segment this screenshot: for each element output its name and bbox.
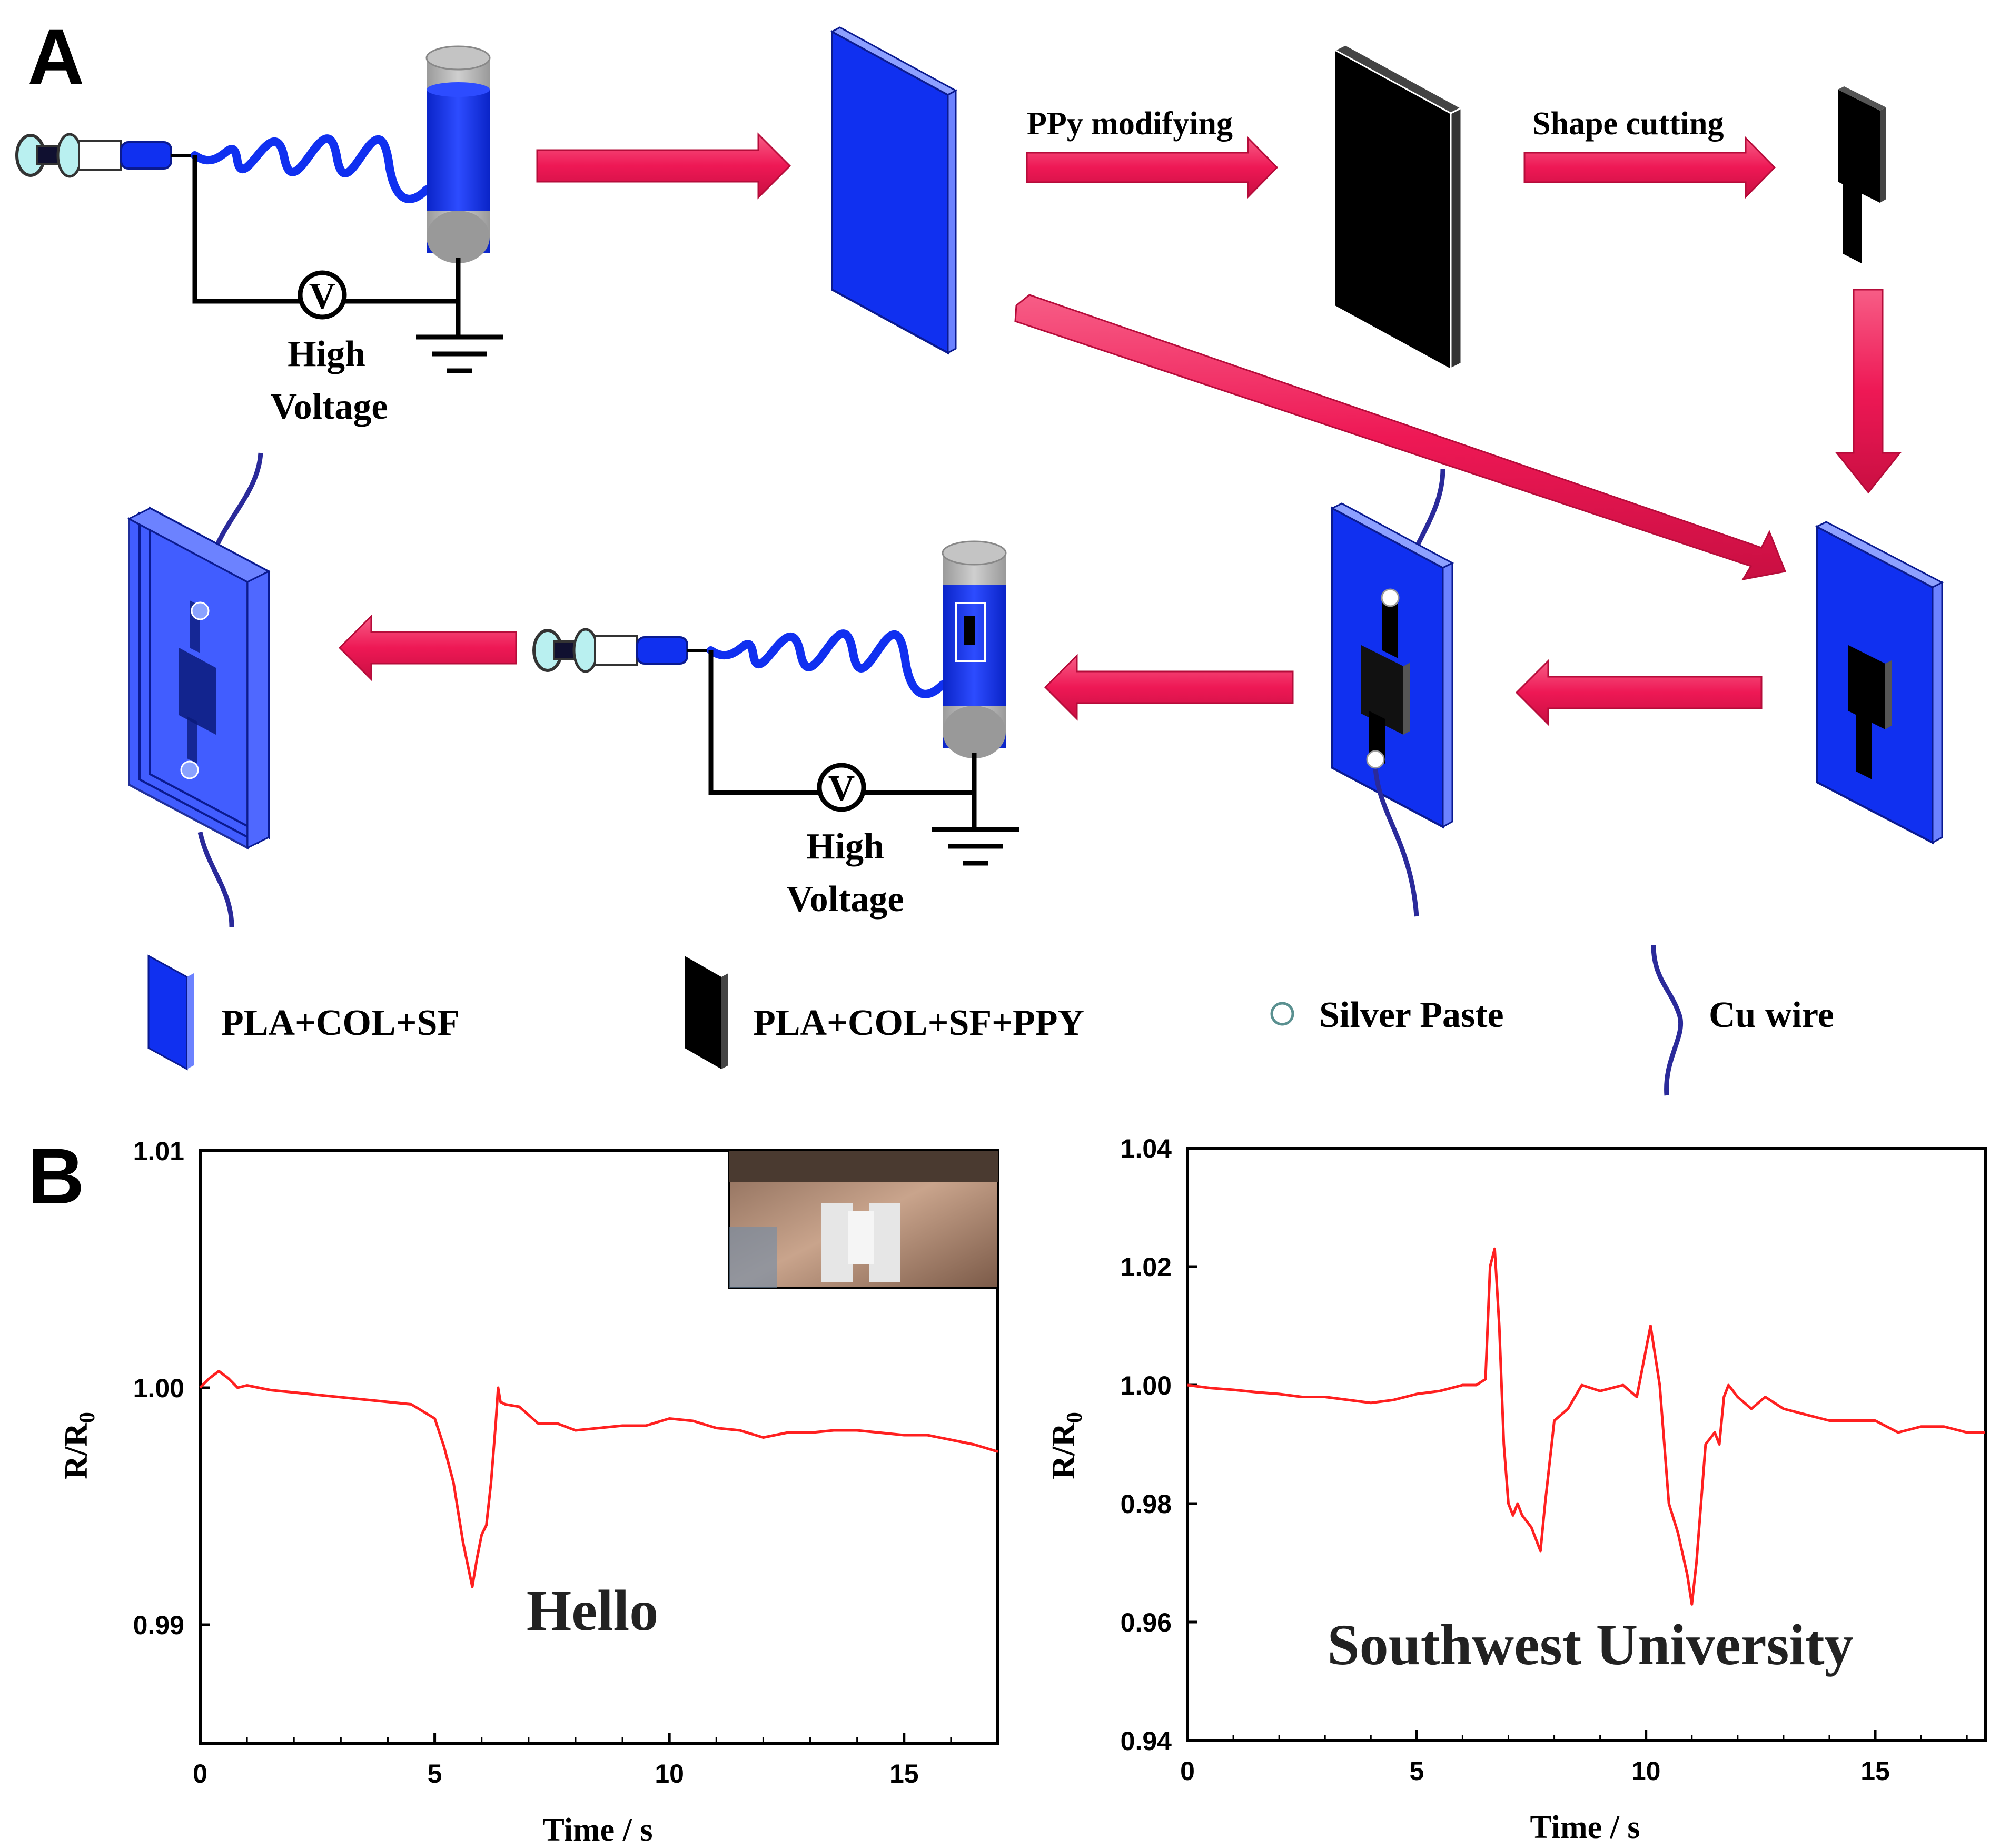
inset-photo bbox=[728, 1150, 999, 1289]
circuit-wires bbox=[192, 155, 503, 373]
arrow-left-1 bbox=[1515, 659, 1763, 726]
high-voltage-label-line2: Voltage bbox=[271, 387, 388, 427]
panel-a-label: A bbox=[27, 13, 84, 101]
cu-wire-bottom bbox=[197, 832, 234, 927]
chart-annotation: Hello bbox=[527, 1578, 659, 1643]
blue-membrane-large bbox=[830, 26, 958, 355]
high-voltage-label-line2: Voltage bbox=[787, 879, 904, 920]
series-line bbox=[199, 1370, 998, 1588]
ppy-modifying-label: PPy modifying bbox=[1027, 106, 1233, 142]
electrospinning-setup-top: V High Voltage bbox=[15, 45, 503, 427]
syringe-icon bbox=[15, 133, 195, 178]
x-tick-label: 15 bbox=[1860, 1756, 1890, 1786]
membrane-with-wires bbox=[1330, 468, 1454, 917]
chart-southwest-university: 0.94 0.96 0.98 1.00 1.02 1.04 0 5 10 15 Southwes… bbox=[1046, 1134, 1987, 1845]
x-axis-label: Time / s bbox=[543, 1812, 653, 1848]
arrow-right-2 bbox=[1026, 136, 1279, 199]
y-tick-label: 1.04 bbox=[1121, 1134, 1172, 1163]
cut-electrode-icon bbox=[1838, 86, 1886, 263]
wire-icon bbox=[1651, 945, 1683, 1096]
y-tick-label: 0.96 bbox=[1121, 1608, 1172, 1637]
high-voltage-label-line1: High bbox=[288, 334, 365, 374]
x-tick-label: 0 bbox=[1180, 1756, 1195, 1786]
fiber-jet-icon bbox=[707, 629, 947, 698]
panel-b-label: B bbox=[27, 1132, 84, 1220]
y-axis-label-sub: 0 bbox=[75, 1412, 100, 1423]
electrospinning-setup-bottom: V High Voltage bbox=[532, 540, 1019, 920]
arrow-down bbox=[1835, 289, 1902, 494]
svg-text:V: V bbox=[309, 276, 336, 317]
arrow-diagonal bbox=[1014, 294, 1787, 581]
encapsulated-sensor bbox=[127, 452, 271, 927]
silver-paste-bottom bbox=[1366, 750, 1385, 769]
x-tick-label: 10 bbox=[1631, 1756, 1661, 1786]
y-axis-label: R/R0 bbox=[1046, 1412, 1087, 1479]
blue-membrane-icon bbox=[147, 954, 194, 1071]
y-tick-label: 0.99 bbox=[133, 1610, 184, 1640]
collector-drum-icon bbox=[425, 45, 491, 263]
y-axis-label-sub: 0 bbox=[1063, 1412, 1087, 1423]
y-axis-label: R/R0 bbox=[58, 1412, 100, 1479]
y-tick-label: 1.01 bbox=[133, 1137, 184, 1166]
svg-text:V: V bbox=[828, 768, 855, 809]
voltmeter-icon: V bbox=[298, 270, 347, 320]
arrow-right-1 bbox=[536, 132, 791, 200]
high-voltage-label-line1: High bbox=[806, 826, 884, 867]
x-tick-label: 5 bbox=[428, 1759, 442, 1788]
black-membrane-large bbox=[1333, 44, 1463, 370]
legend-label-3: Silver Paste bbox=[1319, 995, 1504, 1035]
series-line bbox=[1187, 1247, 1985, 1606]
silver-dot-icon bbox=[1270, 1002, 1294, 1026]
fiber-jet-icon bbox=[191, 134, 431, 203]
x-tick-label: 5 bbox=[1409, 1756, 1424, 1786]
arrow-left-2 bbox=[1044, 654, 1294, 721]
voltmeter-icon: V bbox=[817, 763, 866, 812]
legend-label-2: PLA+COL+SF+PPY bbox=[753, 1003, 1084, 1043]
silver-paste-top bbox=[1381, 588, 1400, 607]
black-membrane-icon bbox=[685, 956, 728, 1069]
y-tick-label: 1.00 bbox=[1121, 1371, 1172, 1400]
circuit-wires bbox=[708, 650, 1019, 866]
cu-wire-bottom bbox=[1373, 768, 1419, 917]
plot-frame bbox=[199, 1149, 999, 1745]
shape-cutting-label: Shape cutting bbox=[1532, 106, 1724, 142]
membrane-with-electrode bbox=[1815, 521, 1944, 845]
x-tick-label: 0 bbox=[193, 1759, 207, 1788]
arrow-left-3 bbox=[338, 614, 517, 681]
legend-label-4: Cu wire bbox=[1709, 995, 1834, 1035]
x-tick-label: 15 bbox=[889, 1759, 919, 1788]
collector-drum-icon bbox=[942, 540, 1007, 758]
y-tick-label: 0.94 bbox=[1121, 1726, 1172, 1756]
y-tick-label: 1.02 bbox=[1121, 1252, 1172, 1282]
chart-annotation: Southwest University bbox=[1327, 1613, 1853, 1677]
y-axis-label-main: R/R bbox=[58, 1422, 94, 1479]
arrow-right-3 bbox=[1523, 136, 1776, 199]
legend: PLA+COL+SF PLA+COL+SF+PPY Silver Paste C… bbox=[147, 945, 1834, 1096]
y-tick-label: 0.98 bbox=[1121, 1489, 1172, 1519]
x-axis-label: Time / s bbox=[1530, 1810, 1640, 1845]
legend-label-1: PLA+COL+SF bbox=[221, 1003, 460, 1043]
syringe-icon bbox=[532, 628, 711, 673]
y-axis-label-main: R/R bbox=[1046, 1422, 1082, 1479]
y-tick-label: 1.00 bbox=[133, 1373, 184, 1403]
x-tick-label: 10 bbox=[655, 1759, 684, 1788]
plot-frame bbox=[1186, 1147, 1987, 1742]
